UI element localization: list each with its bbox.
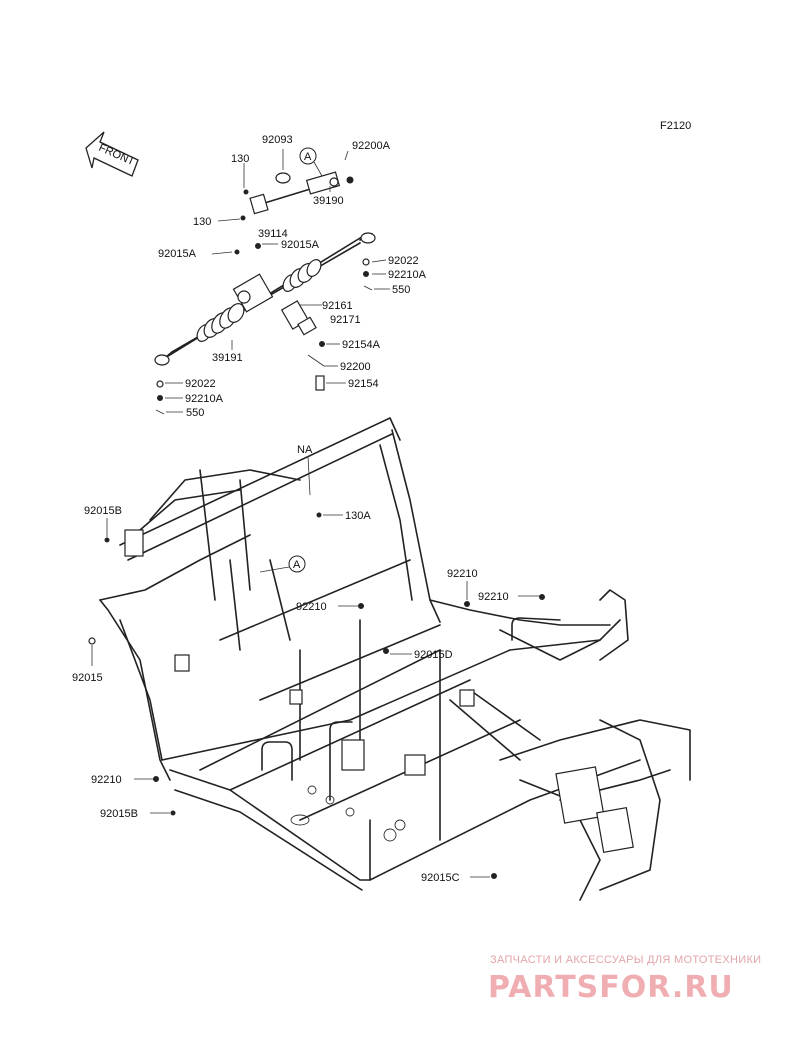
label-92154a: 92154A bbox=[342, 339, 381, 351]
watermark-tagline: ЗАПЧАСТИ И АКСЕССУАРЫ ДЛЯ МОТОТЕХНИКИ bbox=[490, 954, 761, 966]
label-92210-b: 92210 bbox=[478, 591, 509, 603]
label-92210-c: 92210 bbox=[296, 601, 327, 613]
part-labels: 92093 130 130 92200A 39190 39114 92015A … bbox=[72, 134, 509, 884]
label-39114: 39114 bbox=[258, 228, 288, 240]
label-92200a: 92200A bbox=[352, 140, 391, 152]
label-92161: 92161 bbox=[322, 300, 353, 312]
label-92015c: 92015C bbox=[421, 872, 460, 884]
callout-a-upper-letter: A bbox=[304, 151, 312, 163]
label-92210a-bottom: 92210A bbox=[185, 393, 224, 405]
label-550-top: 550 bbox=[392, 284, 410, 296]
label-130a: 130A bbox=[345, 510, 371, 522]
figure-code: F2120 bbox=[660, 120, 691, 132]
front-arrow-icon: FRONT bbox=[85, 131, 139, 177]
frame-hardware bbox=[88, 512, 545, 879]
label-92210-a: 92210 bbox=[447, 568, 478, 580]
label-130-lower: 130 bbox=[193, 216, 211, 228]
label-39190: 39190 bbox=[313, 195, 344, 207]
label-92022-top: 92022 bbox=[388, 255, 419, 267]
leader-lines bbox=[91, 149, 540, 878]
callout-a-lower-letter: A bbox=[293, 559, 301, 571]
watermark-logo: PARTSFOR.RU bbox=[488, 970, 734, 1005]
label-550-bottom: 550 bbox=[186, 407, 204, 419]
label-92022-bottom: 92022 bbox=[185, 378, 216, 390]
label-92093: 92093 bbox=[262, 134, 293, 146]
callout-a-upper: A bbox=[299, 147, 323, 177]
label-na: NA bbox=[297, 444, 313, 456]
label-39191: 39191 bbox=[212, 352, 243, 364]
watermark: ЗАПЧАСТИ И АКСЕССУАРЫ ДЛЯ МОТОТЕХНИКИ PA… bbox=[488, 954, 761, 1005]
steering-assembly bbox=[154, 171, 376, 415]
label-92210a-top: 92210A bbox=[388, 269, 427, 281]
label-92015d: 92015D bbox=[414, 649, 453, 661]
main-frame bbox=[99, 417, 691, 901]
label-92015a-right: 92015A bbox=[281, 239, 320, 251]
label-92200: 92200 bbox=[340, 361, 371, 373]
label-92015b-top: 92015B bbox=[84, 505, 122, 517]
label-92015a-left: 92015A bbox=[158, 248, 197, 260]
label-92015b-bottom: 92015B bbox=[100, 808, 138, 820]
callout-a-lower: A bbox=[259, 555, 306, 573]
label-92171: 92171 bbox=[330, 314, 361, 326]
label-92154: 92154 bbox=[348, 378, 379, 390]
label-92210-d: 92210 bbox=[91, 774, 122, 786]
label-92015: 92015 bbox=[72, 672, 103, 684]
label-130-upper: 130 bbox=[231, 153, 249, 165]
